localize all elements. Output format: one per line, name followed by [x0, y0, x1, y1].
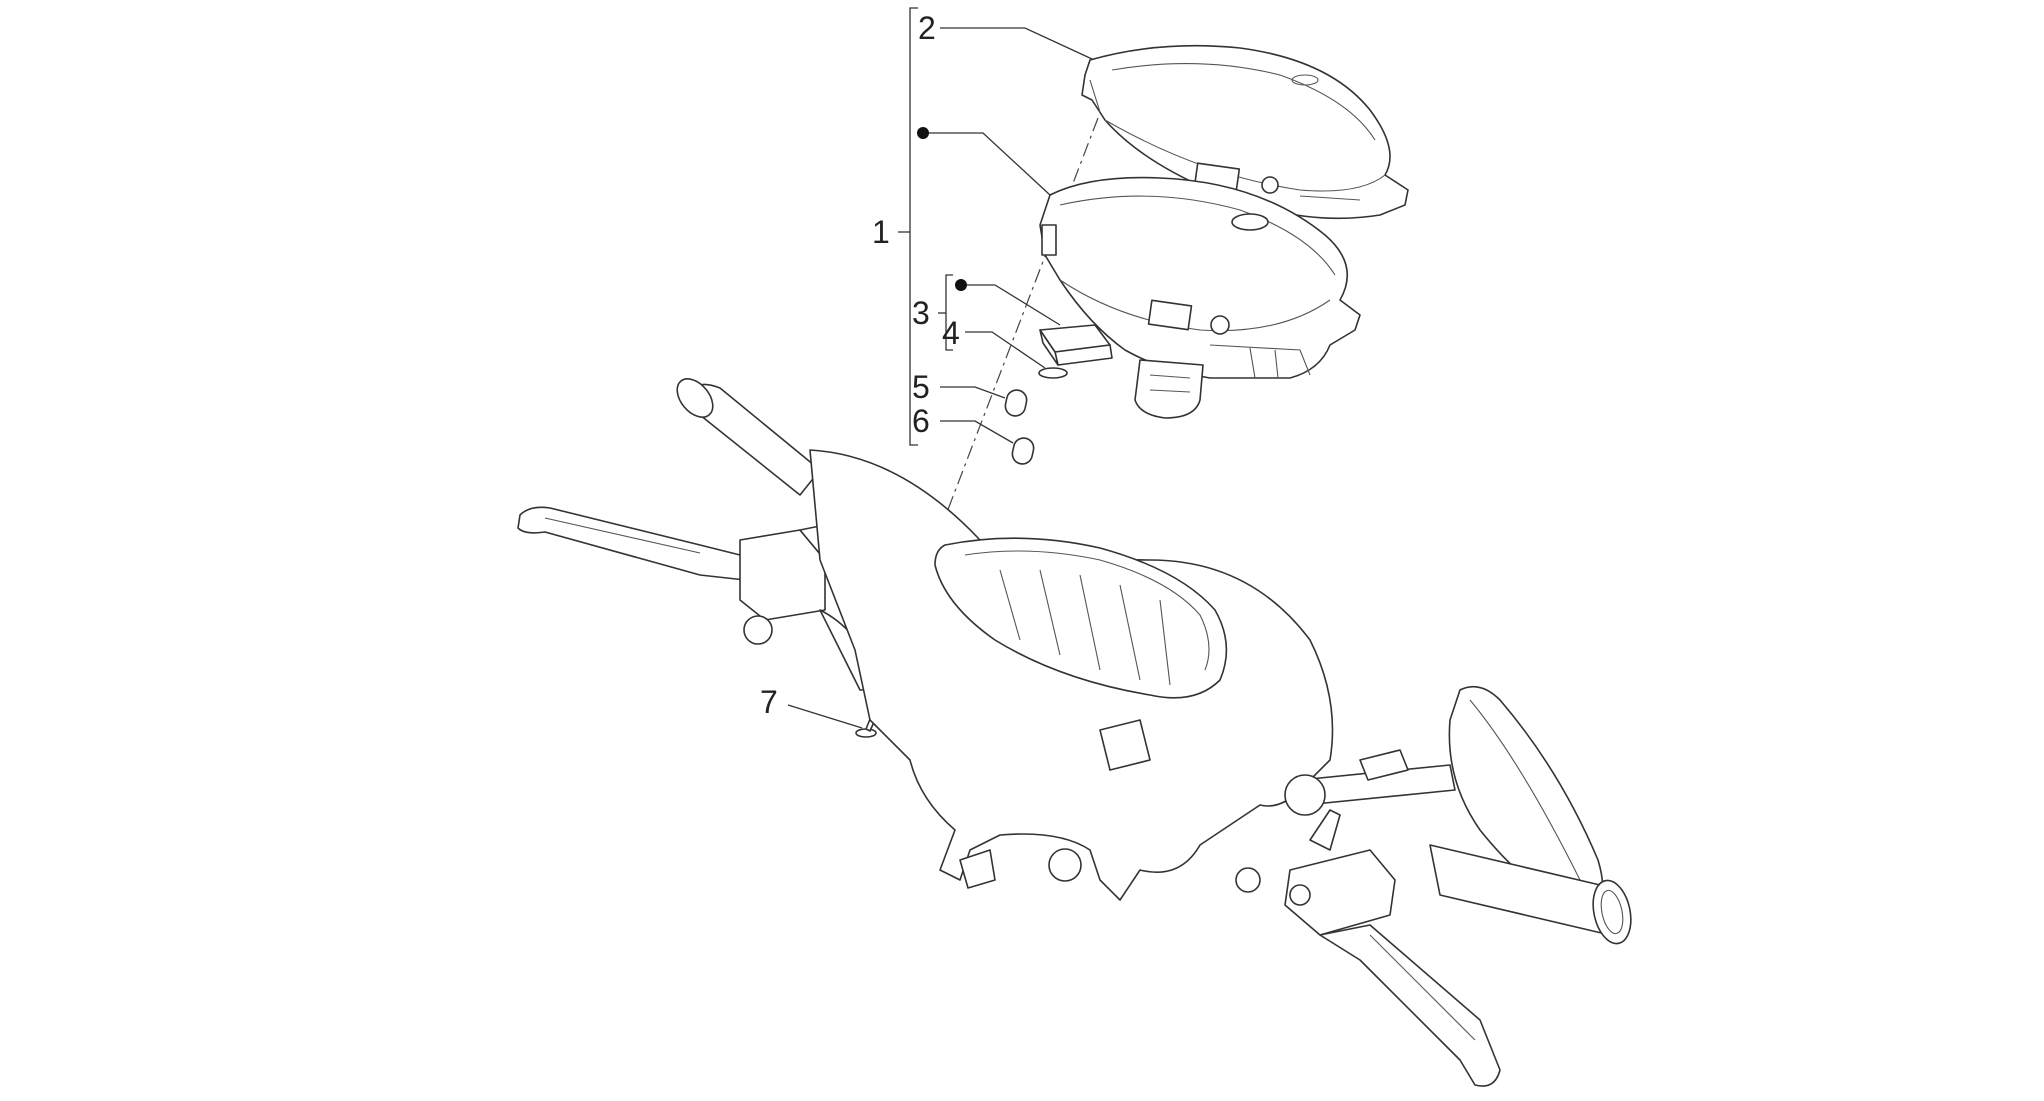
callout-1: 1	[872, 214, 890, 250]
o-ring-part-4	[1038, 367, 1068, 379]
callout-7: 7	[760, 684, 778, 720]
bracket-group-3	[938, 274, 953, 351]
handlebar-assembly	[517, 378, 1632, 1087]
instrument-panel-assembly-1	[1039, 176, 1361, 419]
leader-line-3-dot	[961, 284, 1061, 326]
instrument-cover-part-2	[1081, 44, 1409, 220]
leader-dot-3	[955, 279, 967, 291]
leader-dot-1	[917, 127, 929, 139]
callout-6: 6	[912, 403, 930, 439]
callout-3: 3	[912, 295, 930, 331]
callout-5: 5	[912, 369, 930, 405]
bracket-group-1	[898, 7, 918, 446]
leader-line-7	[787, 704, 863, 729]
bulb-part-6	[1011, 437, 1035, 465]
leader-line-2	[940, 27, 1106, 66]
leader-line-5	[940, 386, 1006, 399]
leader-line-1-dot	[923, 132, 1051, 196]
control-unit-part-3	[1039, 324, 1113, 366]
leader-line-4	[965, 331, 1046, 369]
callout-2: 2	[918, 10, 936, 46]
bulb-part-5	[1004, 389, 1028, 417]
callout-4: 4	[942, 315, 960, 351]
leader-line-6	[940, 420, 1014, 444]
